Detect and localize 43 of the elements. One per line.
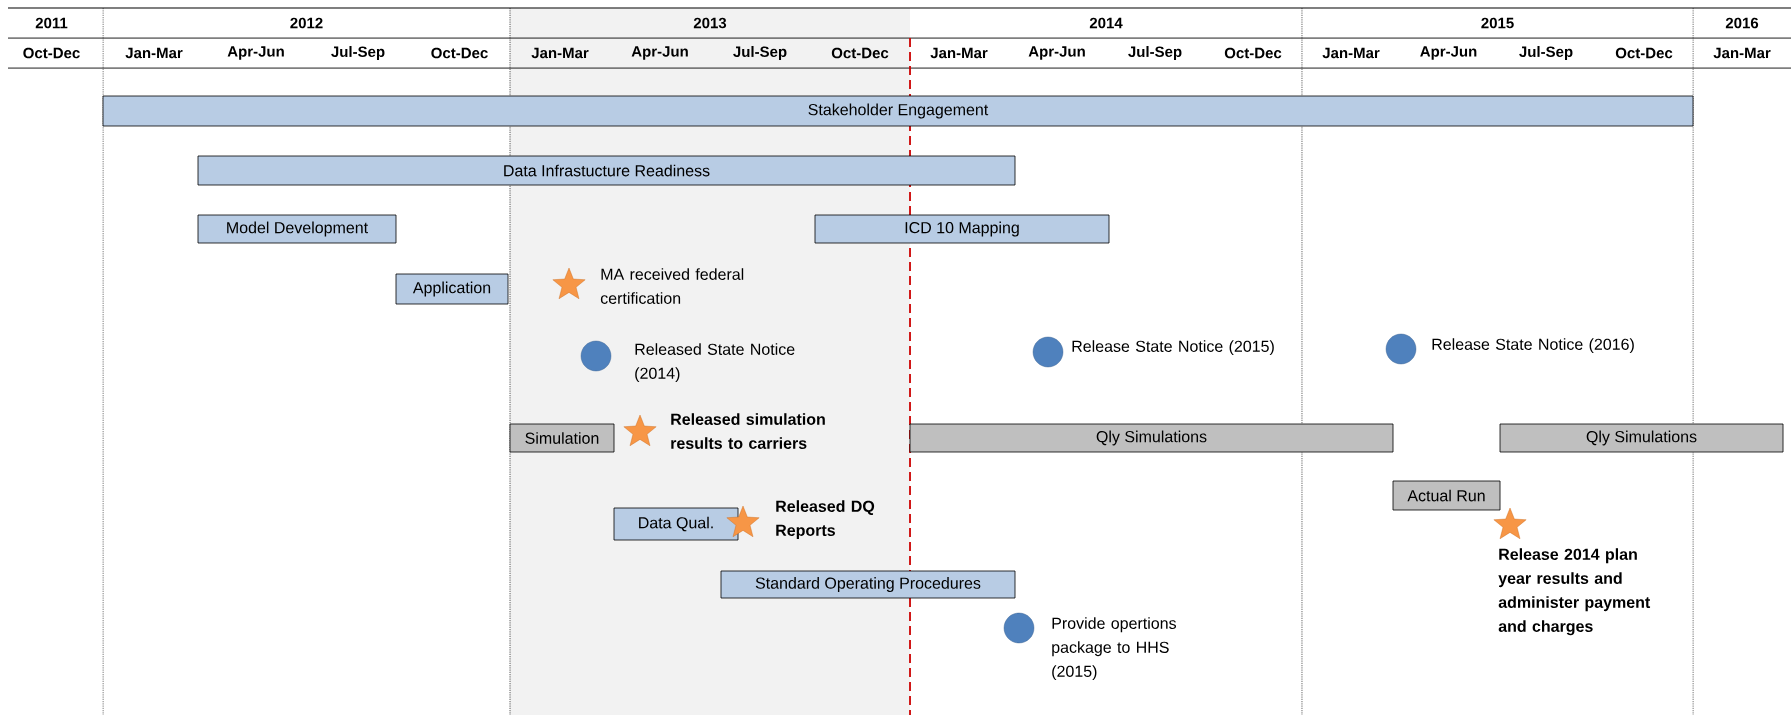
quarter-label: Apr-Jun (1420, 46, 1477, 60)
task-bar: Standard Operating Procedures (720, 570, 1016, 599)
task-bar: Qly Simulations (1499, 423, 1784, 453)
task-bar: Simulation (509, 423, 615, 453)
milestone-label: Provide opertions package to HHS (2015) (1052, 617, 1176, 681)
quarter-label: Oct-Dec (831, 47, 889, 59)
quarter-label: Oct-Dec (431, 47, 488, 59)
quarter-label: Jan-Mar (125, 47, 183, 59)
milestone-label: Release State Notice (2015) (1072, 340, 1274, 356)
task-bar: Stakeholder Engagement (102, 95, 1694, 127)
year-label: 2011 (35, 17, 68, 29)
quarter-label: Jul-Sep (733, 46, 787, 60)
quarter-label: Apr-Jun (631, 46, 688, 60)
year-label: 2013 (693, 17, 727, 29)
quarter-label: Jan-Mar (1713, 47, 1771, 59)
quarter-label: Apr-Jun (1028, 46, 1085, 60)
quarter-label: Jan-Mar (1322, 47, 1380, 59)
milestone-label: Release 2014 plan year results and administer payment and charges (1498, 548, 1651, 636)
year-label: 2016 (1725, 17, 1759, 29)
milestone-label: Released State Notice (2014) (635, 343, 795, 383)
quarter-label: Jul-Sep (1128, 46, 1182, 60)
task-bar: Data Qual. (613, 507, 739, 541)
year-label: 2012 (290, 17, 323, 29)
quarter-label: Oct-Dec (23, 47, 80, 59)
milestone-label: Released simulation results to carriers (671, 413, 825, 449)
milestone-label: MA received federal certification (600, 268, 744, 304)
quarter-label: Jan-Mar (930, 47, 988, 59)
year-label: 2014 (1089, 17, 1123, 29)
quarter-label: Jul-Sep (1519, 46, 1573, 60)
year-label: 2015 (1481, 17, 1514, 29)
task-bar: Data Infrastucture Readiness (197, 155, 1016, 186)
task-bar: Actual Run (1392, 480, 1501, 511)
task-bar: Qly Simulations (909, 423, 1394, 453)
quarter-label: Jul-Sep (331, 46, 385, 60)
task-bar: Application (395, 273, 509, 305)
milestone-label: Released DQ Reports (776, 500, 875, 540)
task-bar: Model Development (197, 214, 397, 244)
quarter-label: Apr-Jun (227, 46, 284, 60)
quarter-label: Oct-Dec (1224, 47, 1282, 59)
task-bar: ICD 10 Mapping (814, 214, 1110, 244)
quarter-label: Oct-Dec (1615, 47, 1673, 59)
milestone-label: Release State Notice (2016) (1432, 338, 1634, 354)
quarter-label: Jan-Mar (531, 47, 589, 59)
